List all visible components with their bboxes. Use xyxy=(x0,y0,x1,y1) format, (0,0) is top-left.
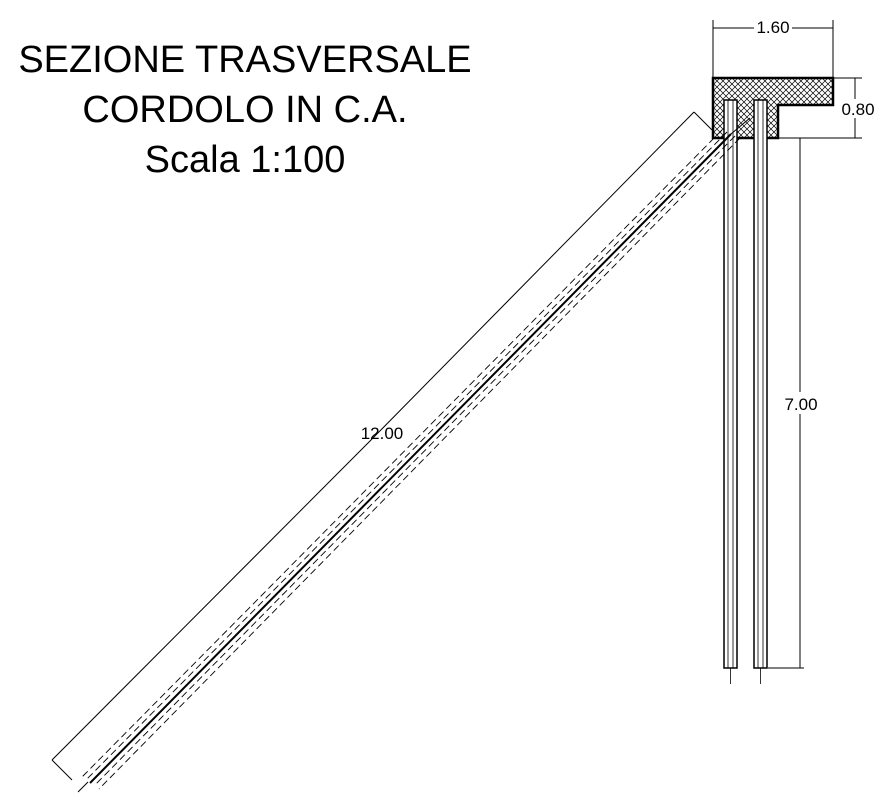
pile-right xyxy=(753,99,768,684)
title-line-2: CORDOLO IN C.A. xyxy=(82,89,407,131)
pile-left xyxy=(723,99,738,684)
anchor-length-label: 12.00 xyxy=(361,424,404,443)
width-dimension: 1.60 xyxy=(712,18,834,78)
height-dimension: 0.80 xyxy=(780,77,875,139)
anchor-length-dimension: 12.00 xyxy=(51,111,713,781)
pile-length-dimension: 7.00 xyxy=(768,137,818,669)
pile-length-label: 7.00 xyxy=(784,395,817,414)
height-label: 0.80 xyxy=(841,100,874,119)
title-line-1: SEZIONE TRASVERSALE xyxy=(18,39,471,81)
tie-back-anchor xyxy=(77,117,751,793)
title-line-3: Scala 1:100 xyxy=(145,139,346,181)
width-label: 1.60 xyxy=(756,18,789,37)
